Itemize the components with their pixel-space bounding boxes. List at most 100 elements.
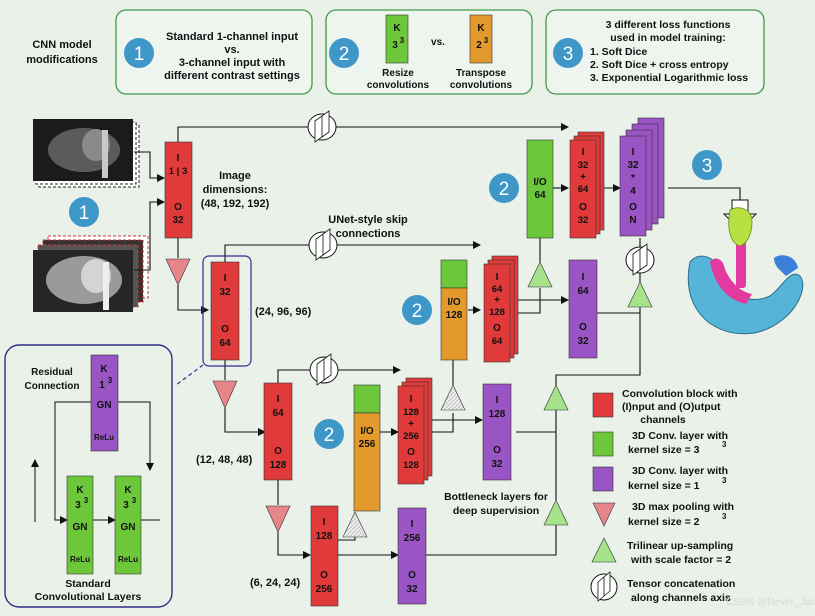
svg-text:channels: channels bbox=[640, 414, 686, 426]
badge-1-icon bbox=[124, 38, 154, 68]
svg-text:O: O bbox=[320, 570, 328, 581]
svg-text:Standard 1-channel input: Standard 1-channel input bbox=[166, 31, 298, 43]
legend-concat-icon bbox=[590, 571, 618, 602]
svg-text:3-channel input with: 3-channel input with bbox=[179, 57, 286, 69]
upsample-io2-icon bbox=[440, 384, 466, 411]
svg-text:I: I bbox=[323, 517, 326, 528]
svg-text:64: 64 bbox=[492, 336, 503, 347]
resize-conv-swatch bbox=[385, 14, 409, 64]
decoder-block-1: I 32 + 64 O 32 bbox=[569, 131, 605, 239]
loss-badge-icon bbox=[692, 150, 722, 180]
svg-text:O: O bbox=[408, 570, 416, 581]
svg-text:128: 128 bbox=[403, 460, 419, 471]
svg-text:128: 128 bbox=[316, 531, 333, 542]
svg-text:GN: GN bbox=[97, 400, 112, 411]
svg-text:128: 128 bbox=[489, 409, 506, 420]
svg-text:32: 32 bbox=[491, 459, 503, 470]
svg-text:Bottleneck layers for: Bottleneck layers for bbox=[444, 491, 548, 503]
svg-text:64: 64 bbox=[272, 408, 284, 419]
svg-text:O: O bbox=[579, 202, 587, 213]
svg-text:3: 3 bbox=[132, 496, 137, 505]
svg-text:O: O bbox=[579, 322, 587, 333]
svg-text:32: 32 bbox=[578, 215, 589, 226]
svg-text:(24, 96, 96): (24, 96, 96) bbox=[255, 306, 312, 318]
svg-text:(6, 24, 24): (6, 24, 24) bbox=[250, 577, 300, 589]
svg-text:ReLu: ReLu bbox=[70, 555, 90, 564]
svg-text:1: 1 bbox=[99, 380, 105, 391]
io-block-256: I/O 256 bbox=[353, 384, 381, 512]
svg-text:modifications: modifications bbox=[26, 54, 98, 66]
legend-conv1-swatch bbox=[592, 466, 614, 492]
svg-text:Convolution block with: Convolution block with bbox=[622, 388, 738, 400]
upsample-sup4-icon bbox=[543, 499, 569, 526]
svg-text:I: I bbox=[496, 395, 499, 406]
svg-text:64: 64 bbox=[577, 286, 589, 297]
svg-text:connections: connections bbox=[336, 228, 401, 240]
transpose-conv-swatch bbox=[469, 14, 493, 64]
svg-text:2. Soft Dice + cross entropy: 2. Soft Dice + cross entropy bbox=[590, 59, 729, 71]
svg-text:4: 4 bbox=[630, 186, 636, 197]
concat-symbol-3-icon bbox=[309, 353, 339, 386]
svg-text:32: 32 bbox=[406, 584, 418, 595]
svg-text:Tensor concatenation: Tensor concatenation bbox=[627, 578, 735, 590]
upsample-io3-icon bbox=[342, 511, 368, 538]
svg-text:used in model training:: used in model training: bbox=[610, 32, 726, 44]
svg-text:32: 32 bbox=[577, 336, 589, 347]
badge-2-icon bbox=[329, 38, 359, 68]
badge-3-icon bbox=[553, 38, 583, 68]
svg-text:GN: GN bbox=[73, 522, 88, 533]
svg-text:different contrast settings: different contrast settings bbox=[164, 70, 300, 82]
single-channel-input-image bbox=[33, 119, 140, 188]
svg-text:I: I bbox=[582, 272, 585, 283]
svg-text:32: 32 bbox=[578, 160, 589, 171]
legend-conv3-swatch bbox=[592, 431, 614, 457]
svg-text:3: 3 bbox=[484, 36, 489, 45]
svg-text:I: I bbox=[177, 153, 180, 164]
svg-text:with scale factor = 2: with scale factor = 2 bbox=[630, 554, 731, 566]
svg-text:K: K bbox=[124, 485, 132, 496]
conv-badge-3-icon bbox=[314, 419, 344, 449]
svg-text:256: 256 bbox=[316, 584, 333, 595]
svg-text:O: O bbox=[629, 202, 637, 213]
svg-text:O: O bbox=[493, 445, 501, 456]
svg-text:convolutions: convolutions bbox=[367, 80, 430, 91]
svg-text:GN: GN bbox=[121, 522, 136, 533]
svg-text:O: O bbox=[174, 202, 182, 213]
svg-text:3: 3 bbox=[722, 476, 727, 485]
svg-text:Residual: Residual bbox=[31, 367, 73, 378]
svg-text:(12, 48, 48): (12, 48, 48) bbox=[196, 454, 253, 466]
maxpool-1-icon bbox=[165, 258, 191, 286]
svg-text:ReLu: ReLu bbox=[118, 555, 138, 564]
encoder-block-3: I 64 O 128 bbox=[263, 382, 293, 481]
svg-text:I/O: I/O bbox=[533, 177, 547, 188]
modification-box-loss: 3 3 different loss functions used in mod… bbox=[545, 9, 765, 95]
svg-text:I/O: I/O bbox=[447, 297, 461, 308]
svg-text:3: 3 bbox=[400, 36, 405, 45]
svg-text:N: N bbox=[629, 215, 636, 226]
maxpool-2-icon bbox=[212, 380, 238, 409]
svg-text:3: 3 bbox=[123, 500, 129, 511]
legend: Convolution block with (I)nput and (O)ut… bbox=[590, 388, 738, 604]
encoder-block-1: I 1 | 3 O 32 bbox=[164, 141, 193, 239]
svg-text:O: O bbox=[274, 446, 282, 457]
svg-text:3 different loss functions: 3 different loss functions bbox=[606, 19, 731, 31]
modification-box-conv: 2 K 3 3 vs. K 2 3 Resize convolutions Tr… bbox=[325, 9, 533, 95]
supervision-block-64: I 64 O 32 bbox=[568, 259, 598, 359]
segmentation-output-icon bbox=[687, 207, 804, 335]
maxpool-3-icon bbox=[265, 505, 291, 533]
svg-text:256: 256 bbox=[404, 533, 421, 544]
modifications-title: CNN model modifications bbox=[26, 39, 98, 66]
svg-text:vs.: vs. bbox=[431, 37, 445, 48]
svg-text:64: 64 bbox=[534, 190, 546, 201]
svg-text:*: * bbox=[631, 173, 635, 184]
upsample-sup2-icon bbox=[627, 281, 653, 308]
svg-text:Resize: Resize bbox=[382, 68, 414, 79]
residual-detail-box: K 1 3 GN ReLu K 3 3 GN ReLu K 3 3 GN ReL… bbox=[4, 344, 204, 608]
svg-text:K: K bbox=[76, 485, 84, 496]
bottleneck-block: I 256 O 32 bbox=[397, 507, 427, 605]
svg-text:3: 3 bbox=[84, 496, 89, 505]
svg-text:256: 256 bbox=[403, 431, 419, 442]
svg-text:1 | 3: 1 | 3 bbox=[169, 166, 188, 177]
